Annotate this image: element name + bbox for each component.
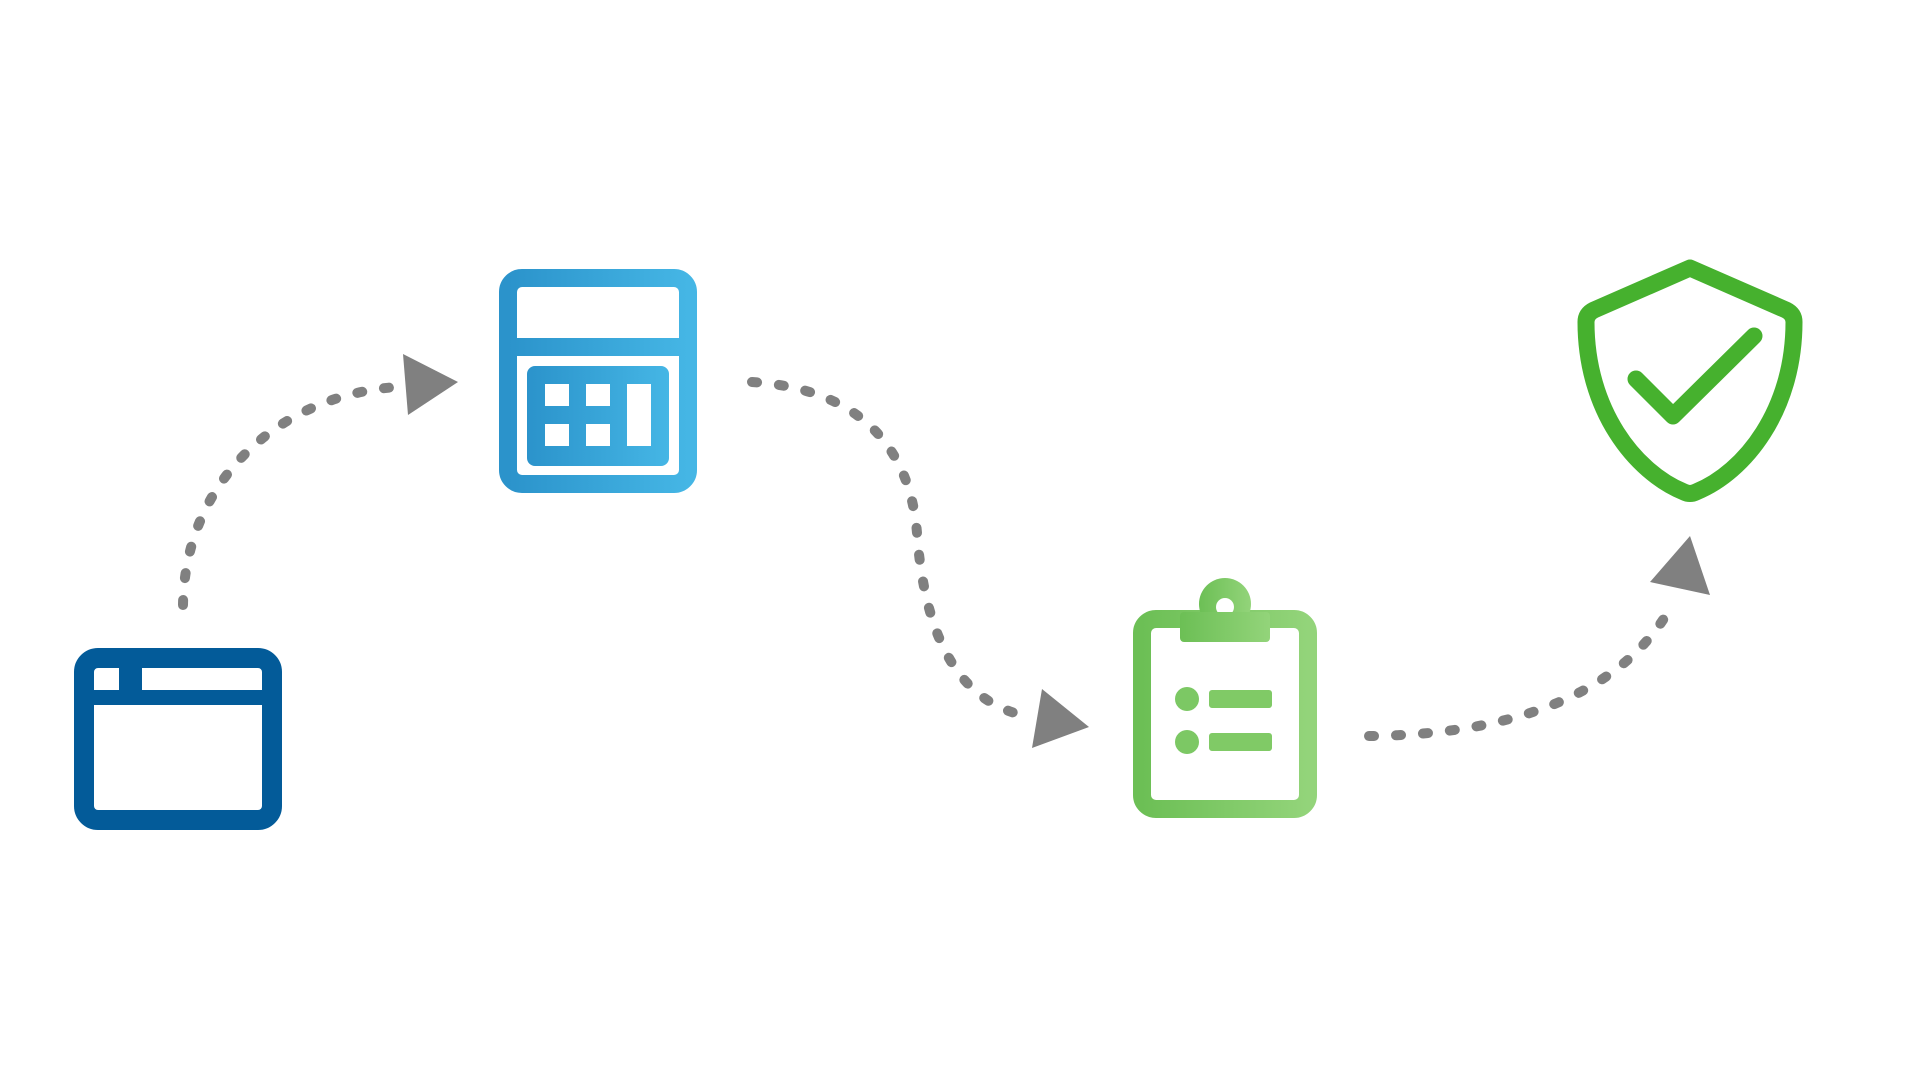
connector-arrow-1: [178, 354, 458, 610]
calculator-icon: [499, 269, 697, 493]
arrowhead-icon: [1650, 536, 1710, 595]
arrowhead-icon: [1032, 689, 1089, 748]
connector-arrow-3: [1364, 536, 1710, 741]
browser-window-icon: [74, 648, 282, 830]
connector-arrow-2: [747, 377, 1089, 748]
clipboard-checklist-icon: [1133, 578, 1317, 818]
shield-check-icon: [1577, 259, 1803, 502]
arrowhead-icon: [403, 354, 458, 415]
